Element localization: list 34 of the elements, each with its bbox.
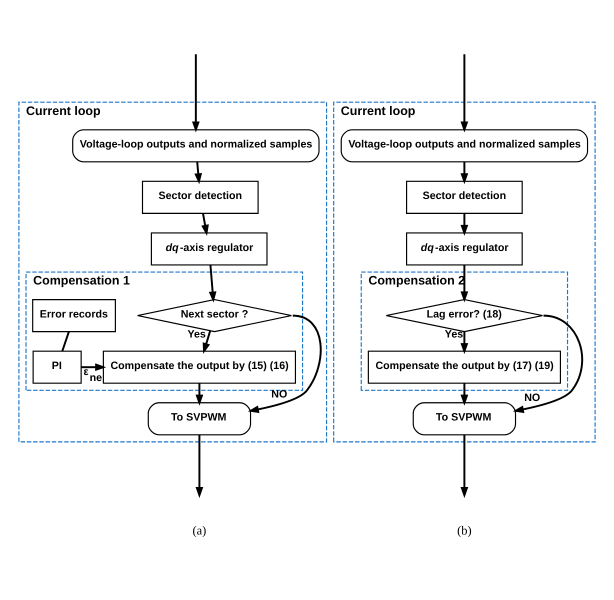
label: (b) — [457, 523, 472, 538]
label: (a) — [192, 523, 206, 538]
node-box: Compensate the output by (15) (16) — [102, 350, 296, 384]
arrow — [208, 264, 216, 302]
arrow — [202, 330, 212, 354]
arrow — [460, 264, 468, 302]
edge-label: NO — [271, 388, 288, 400]
node-box: To SVPWM — [148, 402, 252, 435]
arrow — [194, 161, 202, 184]
arrow — [460, 212, 468, 236]
arrow — [460, 331, 468, 354]
node-box: Voltage-loop outputs and normalized samples — [72, 128, 320, 162]
arrow — [201, 212, 209, 236]
arrow — [196, 434, 204, 498]
node-box: PI — [32, 350, 82, 384]
edge-label: NO — [524, 392, 540, 404]
arrow — [460, 54, 468, 132]
arrow — [460, 382, 468, 406]
arrow — [81, 362, 106, 371]
node-box: Compensate the output by (17) (19) — [368, 350, 561, 384]
node-box: To SVPWM — [412, 402, 516, 435]
arrow — [196, 382, 204, 406]
node-box: Sector detection — [406, 180, 523, 214]
arrow — [460, 434, 468, 498]
arrow — [460, 161, 468, 184]
node-box: Error records — [32, 298, 116, 332]
arrow — [512, 314, 584, 413]
node-box: Voltage-loop outputs and normalized samples — [340, 128, 588, 162]
arrow — [192, 54, 200, 132]
node-box: Sector detection — [142, 180, 259, 214]
node-box: dq-axis regulator — [406, 232, 523, 266]
connector — [61, 330, 70, 351]
node-box: dq-axis regulator — [150, 232, 268, 266]
arrow — [248, 314, 322, 413]
